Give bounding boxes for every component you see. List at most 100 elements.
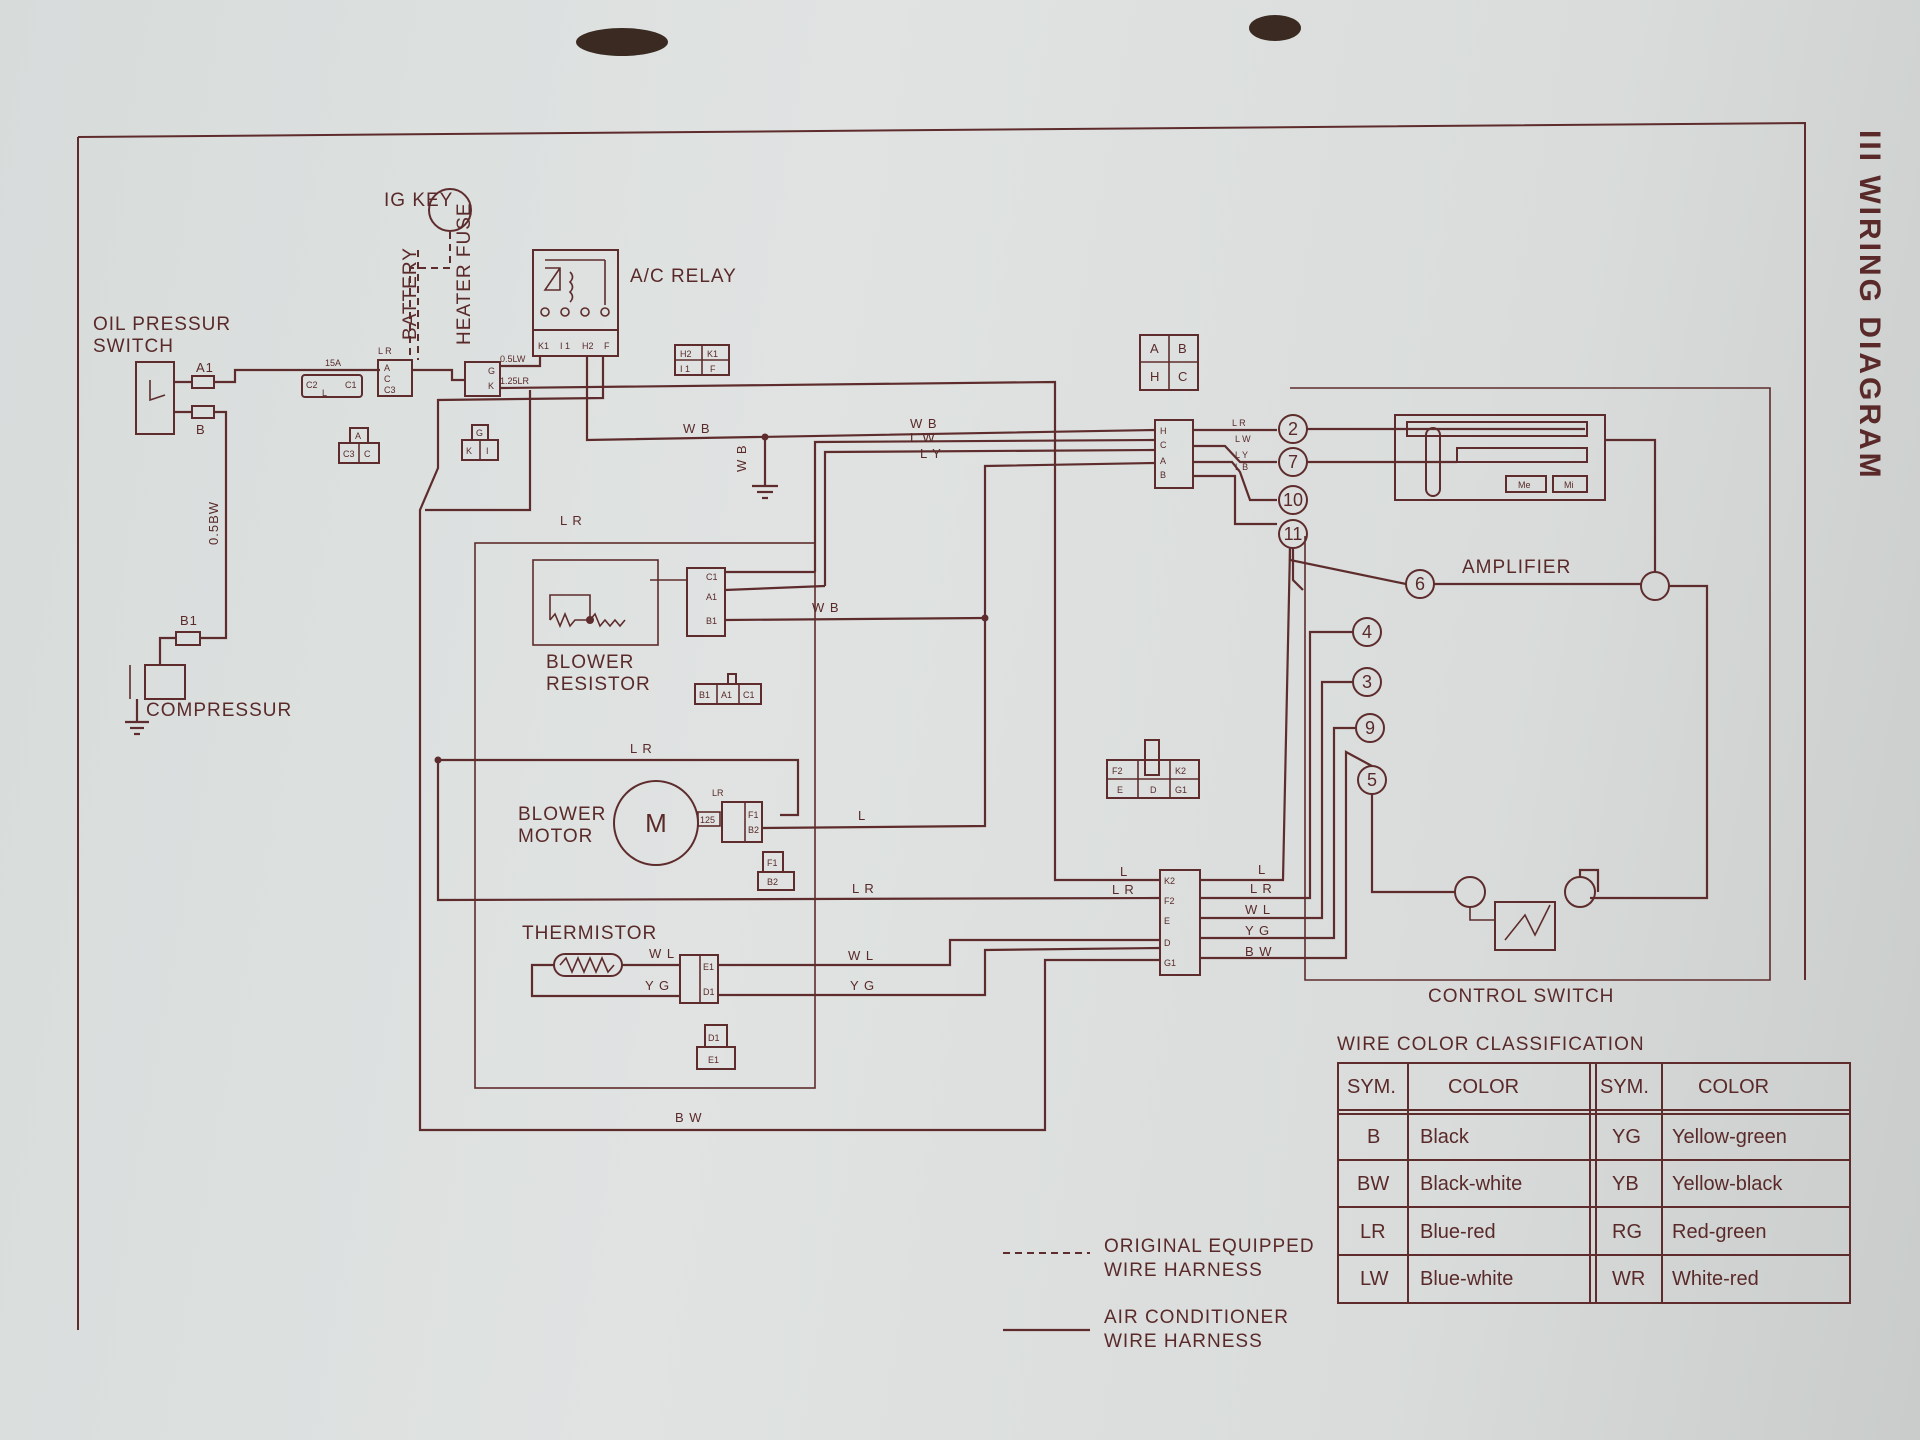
svg-text:9: 9 (1365, 718, 1375, 738)
oil-b-pin: B (196, 422, 206, 437)
wire-b-wl-label: W L (1245, 902, 1271, 917)
wire-table-cell: Black (1420, 1126, 1470, 1148)
therm-pin-d1: D1 (703, 987, 715, 997)
legend-ac-l2: WIRE HARNESS (1104, 1331, 1263, 1352)
main-pin-f2: F2 (1164, 896, 1175, 906)
oil-switch-label-1: OIL PRESSUR (93, 314, 231, 335)
svg-text:6: 6 (1415, 574, 1425, 594)
hcab-plug-b: B (1178, 341, 1188, 356)
relay-plug-k1: K1 (707, 349, 718, 359)
amp-terminal-10: 10 (1278, 485, 1308, 515)
wire-lr-k2-label: L R (1112, 882, 1135, 897)
therm-plug-body (696, 1046, 736, 1070)
wire-lr125-label: 1.25LR (500, 376, 530, 386)
comp-wire (158, 636, 176, 665)
wire-table-title: WIRE COLOR CLASSIFICATION (1337, 1034, 1645, 1055)
wire-yg-mid-label: Y G (850, 978, 875, 993)
motor-lead-box (697, 811, 721, 827)
oil-a1-pin: A1 (196, 360, 214, 375)
wire-r-lw (1193, 444, 1277, 464)
hcab-pin-a: A (1160, 456, 1166, 466)
amp-terminal-4: 4 (1352, 617, 1382, 647)
svg-text:2: 2 (1288, 419, 1298, 439)
wire-table-cell: Yellow-green (1672, 1126, 1787, 1148)
wire-table-cell: LR (1360, 1221, 1386, 1243)
res-plug-b1: B1 (699, 690, 710, 700)
wire-r-ly (1193, 460, 1277, 502)
hcab-plug-h: H (1150, 369, 1160, 384)
oil-a1-conn (191, 375, 215, 389)
blower-resistor-label-2: RESISTOR (546, 674, 651, 695)
main-plug-e: E (1117, 785, 1123, 795)
wire-r-lb-label: L B (1235, 462, 1248, 472)
wire-l-k2-label: L (1120, 864, 1128, 879)
wire-lr-mid (438, 758, 800, 817)
svg-text:5: 5 (1367, 770, 1377, 790)
ac-plug-a: A (355, 431, 361, 441)
wire-b-lr-label: L R (1250, 881, 1273, 896)
oil-switch-box (135, 361, 175, 435)
motor-res-label: 125 (700, 815, 715, 825)
motor-plug-b2: B2 (767, 877, 778, 887)
wire-wb-res-label: W B (812, 600, 840, 615)
res-plug (694, 683, 762, 705)
wire-wb-top (813, 438, 1156, 572)
wire-lr-low-label: L R (852, 881, 875, 896)
wire-table-cell: Blue-white (1420, 1268, 1513, 1290)
wire-l-motor-label: L (858, 808, 866, 823)
ac-plug-c3: C3 (343, 449, 355, 459)
relay-term-1 (540, 307, 550, 317)
thermistor-zigzag (559, 955, 615, 975)
hcab-pin-h: H (1160, 426, 1167, 436)
res-pin-a1: A1 (706, 592, 717, 602)
wire-wb-top-label: W B (910, 416, 938, 431)
amplifier-slider-2 (1456, 447, 1588, 463)
ac-relay-pins (532, 329, 619, 357)
amp-wire-5 (1370, 794, 1455, 894)
amp-mi-box (1552, 475, 1588, 493)
wire-slw-label: 0.5LW (500, 354, 526, 364)
wire-r-lw-label: L W (1235, 434, 1251, 444)
page-frame (77, 121, 1806, 980)
main-plug-tab (1144, 739, 1160, 776)
main-pin-k2: K2 (1164, 876, 1175, 886)
fuse-conn-c: C (384, 374, 391, 384)
blower-resistor-label-1: BLOWER (546, 652, 634, 673)
hcab-pin-b: B (1160, 470, 1166, 480)
wire-table-cell: B (1367, 1126, 1380, 1148)
relay-pin-f: F (604, 341, 610, 351)
wire-l-motor (761, 618, 987, 830)
relay-term-3 (580, 307, 590, 317)
wire-05bw (200, 410, 228, 640)
thermistor-icon (553, 953, 623, 977)
g-plug-i: I (486, 446, 489, 456)
amplifier-box (1394, 414, 1606, 501)
amp-terminal-5: 5 (1357, 765, 1387, 795)
compressor-icon (144, 664, 186, 700)
fuse-rating: 15A (325, 358, 341, 368)
wire-ly-top-label: L Y (920, 446, 942, 461)
control-switch-term-2 (1564, 876, 1596, 908)
resistor-wire (549, 594, 591, 620)
res-pin-c1: C1 (706, 572, 718, 582)
wire-table-cell: RG (1612, 1221, 1642, 1243)
res-plug-c1: C1 (743, 690, 755, 700)
therm-plug-d1: D1 (708, 1033, 720, 1043)
ig-key-wire (409, 232, 451, 360)
legend-original-l1: ORIGINAL EQUIPPED (1104, 1236, 1315, 1257)
fuse-pin-l: L (322, 388, 327, 398)
wire-wb-main-label: W B (683, 421, 711, 436)
ground-icon-2 (125, 720, 149, 736)
comp-b1-pin: B1 (180, 613, 198, 628)
wire-bw (418, 356, 1160, 1132)
g-plug-g: G (476, 428, 483, 438)
wire-slw (500, 356, 542, 368)
wire-bw-bottom-label: B W (675, 1110, 703, 1125)
motor-plug-f1: F1 (767, 858, 778, 868)
amp-wire-out (1605, 438, 1657, 572)
relay-plug-h2: H2 (680, 349, 692, 359)
motor-connector (721, 801, 763, 843)
ig-key-label: IG KEY (384, 190, 453, 211)
motor-pin-f1: F1 (748, 810, 759, 820)
